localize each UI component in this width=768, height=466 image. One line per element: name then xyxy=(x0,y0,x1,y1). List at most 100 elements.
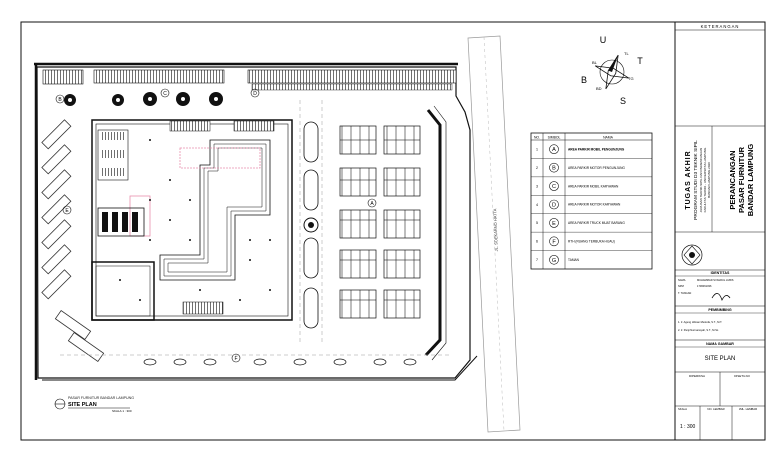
legend-row-number: 2 xyxy=(536,166,538,170)
legend-name: AREA PARKIR TRUCK MUAT BARANG xyxy=(568,221,625,225)
svg-text:C: C xyxy=(163,91,167,97)
compass-south: S xyxy=(620,96,626,106)
svg-text:D: D xyxy=(253,91,257,97)
svg-text:NO.: NO. xyxy=(534,136,540,140)
legend-row: 5 E AREA PARKIR TRUCK MUAT BARANG xyxy=(531,213,652,228)
legend-row-number: 5 xyxy=(536,221,538,225)
legend-symbol: E xyxy=(552,221,556,227)
area-marker-a: A xyxy=(367,198,377,208)
identitas-header: IDENTITAS xyxy=(711,271,730,275)
median-islands xyxy=(303,121,319,329)
entrance-south xyxy=(182,301,224,315)
compass-nw: BL xyxy=(592,60,598,65)
legend-symbol-circle xyxy=(549,199,559,210)
road-label: JL. SOEKARNO HATTA xyxy=(492,208,499,251)
svg-text:DIPERIKSA: DIPERIKSA xyxy=(689,374,705,378)
legend-row-number: 4 xyxy=(536,203,538,207)
pembimbing-header: PEMBIMBING xyxy=(708,308,732,312)
roundabout xyxy=(303,217,319,233)
truck-bays-left xyxy=(41,119,105,362)
legend-name: AREA PARKIR MOBIL PENGUNJUNG xyxy=(568,147,625,151)
svg-text:E: E xyxy=(65,208,69,214)
svg-text:SITE PLAN: SITE PLAN xyxy=(68,402,97,408)
advisor-2: 2. Ir. Panji Nurmansyah, S.T., M.Sc. xyxy=(678,328,719,332)
legend-table: NO. SIMBOL NAMA xyxy=(530,132,653,270)
tugas-akhir-label: TUGAS AKHIR xyxy=(685,150,692,209)
legend-symbol-circle xyxy=(549,254,559,265)
south-boundary xyxy=(42,355,478,381)
svg-text:FAKULTAS TEKNIK - UNIVERSITAS: FAKULTAS TEKNIK - UNIVERSITAS LAMPUNG xyxy=(703,147,707,212)
compass-west: B xyxy=(581,75,587,85)
svg-text:BANDAR LAMPUNG 2020: BANDAR LAMPUNG 2020 xyxy=(707,162,711,198)
lower-hall xyxy=(91,261,155,321)
title-block: KETERANGAN TUGAS AKHIR PROGRAM STUDI D3 … xyxy=(674,21,766,441)
top-hatch-left xyxy=(42,69,84,85)
scale-value: 1 : 300 xyxy=(680,424,696,430)
legend-symbol-circle xyxy=(549,144,559,155)
entrance-north xyxy=(169,120,211,132)
legend-symbol-circle xyxy=(549,162,559,173)
advisor-1: 1. Ir. Agung Hilman Mustofa, S.T., M.T. xyxy=(678,320,722,324)
legend-symbol: F xyxy=(552,239,556,245)
legend-symbol-circle xyxy=(549,181,559,191)
svg-text:NAMA: NAMA xyxy=(603,136,614,140)
signature xyxy=(711,293,731,302)
keterangan-header: KETERANGAN xyxy=(701,24,740,29)
main-building xyxy=(91,119,293,321)
core-block xyxy=(97,207,145,237)
legend-name: TAMAN xyxy=(568,258,580,262)
legend-row: 6 F RTH (RUANG TERBUKA HIJAU) xyxy=(531,231,652,247)
top-hatch-right xyxy=(247,69,457,84)
legend-name: AREA PARKIR MOBIL KARYAWAN xyxy=(568,184,619,188)
legend-symbol-circle xyxy=(549,236,559,247)
svg-text:DISETUJUI: DISETUJUI xyxy=(734,374,750,378)
svg-text:SIMBOL: SIMBOL xyxy=(548,136,561,140)
legend-row-number: 7 xyxy=(536,258,538,262)
student-npm: 1706061036 xyxy=(697,284,712,288)
area-marker-e: E xyxy=(62,205,72,215)
svg-text:SKALA 1 : 300: SKALA 1 : 300 xyxy=(112,409,132,413)
car-parking-grid xyxy=(339,125,421,319)
legend-name: AREA PARKIR MOTOR PENGUNJUNG xyxy=(568,166,625,170)
project-title-1: PERANCANGAN xyxy=(728,150,737,209)
drawing-name: SITE PLAN xyxy=(705,356,736,362)
motor-parking-strip xyxy=(251,83,453,91)
tree-row-top xyxy=(64,92,223,106)
top-hatch-middle xyxy=(93,69,225,84)
road-strip xyxy=(467,35,521,433)
east-hatch-edge xyxy=(424,109,442,357)
compass-east: T xyxy=(637,56,643,66)
compass-north: U xyxy=(600,35,607,45)
nama-gambar-header: NAMA GAMBAR xyxy=(706,342,734,346)
svg-text:F: F xyxy=(234,356,237,362)
svg-text:B: B xyxy=(58,97,62,103)
entrance-north-2 xyxy=(233,120,275,132)
svg-text:T. TANGAN: T. TANGAN xyxy=(678,291,691,295)
legend-row-number: 1 xyxy=(536,148,538,152)
university-logo xyxy=(681,244,703,266)
tree-row-bottom xyxy=(143,358,417,366)
area-marker-c: C xyxy=(160,88,170,98)
svg-text:NAMA: NAMA xyxy=(678,278,686,282)
legend-name: RTH (RUANG TERBUKA HIJAU) xyxy=(568,240,615,244)
pink-area-top xyxy=(179,147,261,169)
legend-row-number: 6 xyxy=(536,240,538,244)
svg-text:JURUSAN TEKNIK SIPIL DAN PEREN: JURUSAN TEKNIK SIPIL DAN PERENCANAAN xyxy=(699,148,703,213)
compass-ne: TL xyxy=(624,51,629,56)
svg-text:NPM: NPM xyxy=(678,284,684,288)
legend-symbol: D xyxy=(552,203,556,209)
compass-se: TG xyxy=(628,76,634,81)
legend-name: AREA PARKIR MOTOR KARYAWAN xyxy=(568,203,621,207)
svg-text:JML. LEMBAR: JML. LEMBAR xyxy=(739,407,757,411)
student-name: MUHAMMAD SYAHRUL LUBIS xyxy=(697,278,734,282)
project-title-2: PASAR FURNITUR xyxy=(737,146,746,213)
legend-symbol: G xyxy=(552,258,556,264)
svg-text:NO. LEMBAR: NO. LEMBAR xyxy=(707,407,724,411)
svg-text:SKALA: SKALA xyxy=(678,407,687,411)
